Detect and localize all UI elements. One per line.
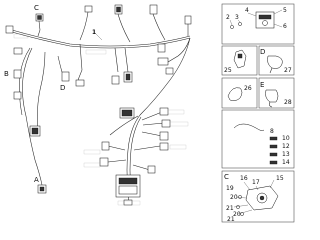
ref-28: 28 <box>284 99 292 106</box>
connector-left-top <box>5 25 14 34</box>
connector-left-mid <box>13 47 23 55</box>
connector-b <box>13 69 22 79</box>
connector-right-b <box>157 57 169 66</box>
ref-1: 1 <box>92 29 96 36</box>
ref-13: 13 <box>282 151 290 158</box>
ref-12: 12 <box>282 143 290 150</box>
connector-bottom <box>123 199 133 206</box>
detail-box-D: D 25 27 <box>221 45 295 76</box>
ref-26: 26 <box>244 85 252 92</box>
connector-l2 <box>99 157 109 167</box>
ref-3: 3 <box>235 14 239 21</box>
ref-14: 14 <box>282 159 290 166</box>
label-D-left: D <box>60 84 65 92</box>
ref-2: 2 <box>226 14 230 21</box>
exploded-parts-diagram: C <box>4 3 295 223</box>
label-A: A <box>34 176 39 184</box>
ref-25: 25 <box>224 67 232 74</box>
ref-21b: 21 <box>227 216 235 223</box>
detail-box-C: C 15 16 17 19 20 21 20 21 <box>221 170 295 223</box>
ref-20b: 20 <box>233 211 241 218</box>
ref-21: 21 <box>226 205 234 212</box>
connector-mid-a <box>75 79 85 87</box>
fuse-icon <box>269 136 278 141</box>
connector-mid-b <box>111 75 120 85</box>
ref-27: 27 <box>284 67 292 74</box>
detail-box-4: 8 10 12 13 14 <box>221 109 295 169</box>
ref-20: 20 <box>230 194 238 201</box>
label-C-right: C <box>224 173 229 181</box>
connector-l1 <box>101 141 110 151</box>
ref-5: 5 <box>283 7 287 14</box>
clamp-26 <box>227 87 243 101</box>
detail-box-E: E 26 28 <box>221 77 295 109</box>
washer-icon <box>230 25 234 29</box>
ref-17: 17 <box>252 179 260 186</box>
cable-tie-icon <box>233 123 265 131</box>
connector-r4 <box>159 142 169 151</box>
label-C-top: C <box>34 4 39 12</box>
connector-right-a <box>157 43 166 53</box>
ref-4: 4 <box>245 7 249 14</box>
connector-r1 <box>159 107 169 116</box>
connector-left-low <box>13 91 22 100</box>
sensor-27 <box>267 55 283 69</box>
nut-icon <box>238 22 242 26</box>
connector-r2 <box>161 119 171 128</box>
main-wiring-harness: C <box>4 4 192 206</box>
label-E-right: E <box>260 81 264 89</box>
connector-top-3 <box>149 4 158 15</box>
label-D-right: D <box>260 48 265 56</box>
label-B-left: B <box>4 70 9 78</box>
detail-box-1: 2 3 4 5 6 <box>221 3 295 45</box>
connector-top-right <box>184 15 192 25</box>
ref-16: 16 <box>240 175 248 182</box>
connector-top-1 <box>84 5 93 13</box>
connector-r5 <box>147 165 156 174</box>
sensor-28 <box>265 89 279 103</box>
ref-15: 15 <box>276 175 284 182</box>
sensor-25 <box>233 49 247 69</box>
ref-6: 6 <box>283 23 287 30</box>
connector-d <box>61 71 70 82</box>
ref-19: 19 <box>226 185 234 192</box>
connector-r3 <box>159 131 169 141</box>
ref-8: 8 <box>270 128 274 135</box>
connector-right-c <box>165 67 174 75</box>
ref-10: 10 <box>282 135 290 142</box>
